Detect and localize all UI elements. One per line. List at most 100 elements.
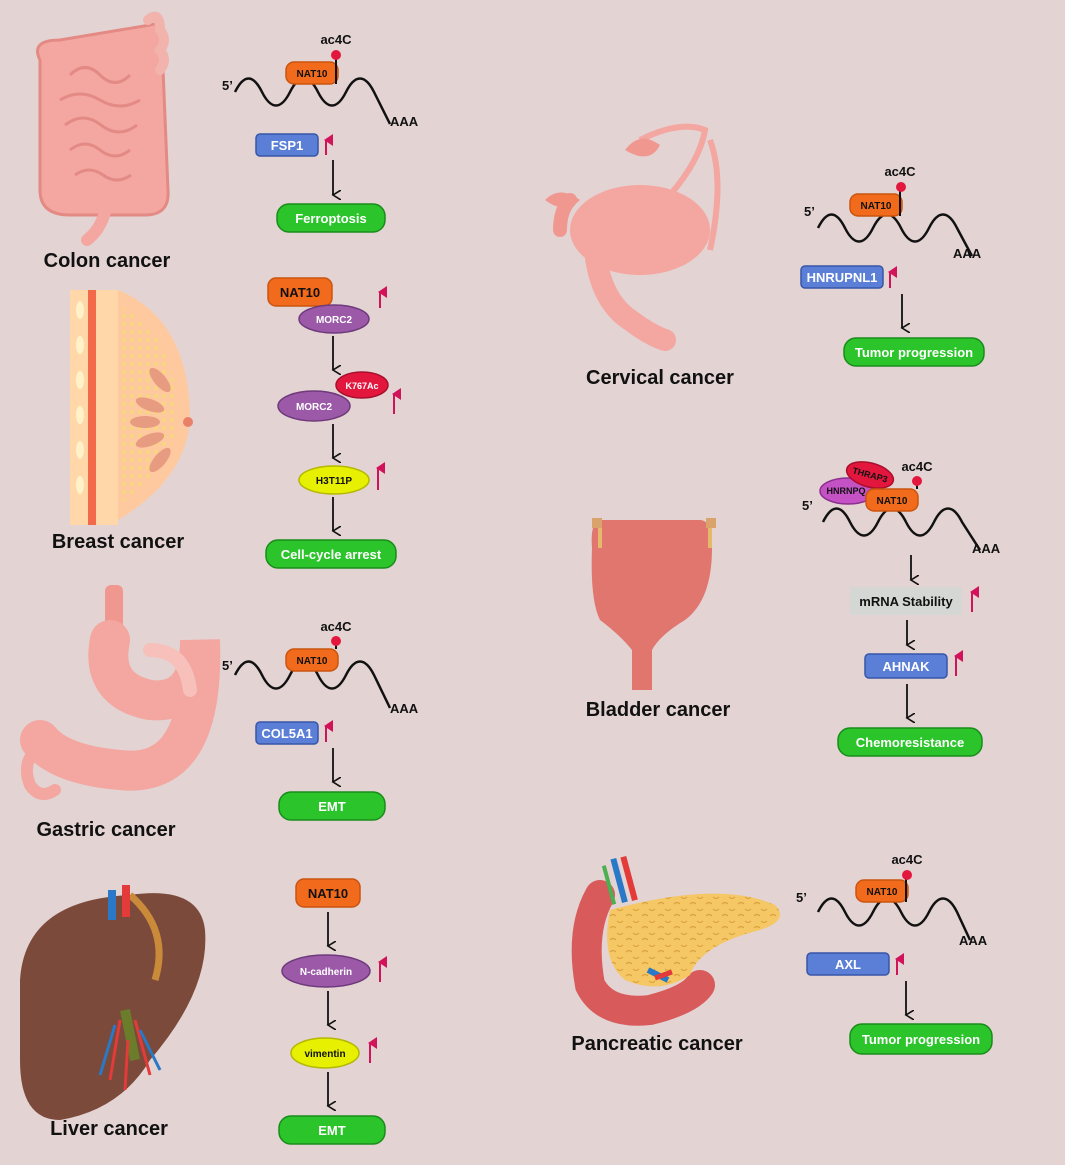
ac4c-mark	[912, 476, 922, 486]
liver-pathway: NAT10 N-cadherin vimentin EMT	[278, 878, 387, 1145]
nat10-label: NAT10	[867, 887, 898, 898]
nat10-box	[285, 648, 339, 672]
morc2-label: MORC2	[316, 315, 353, 326]
five-prime-label: 5’	[804, 204, 815, 219]
gene-box	[864, 653, 948, 679]
bladder-pathway: 5’ AAA HNRNPQ THRAP3 NAT10 ac4C mRNA Sta…	[802, 459, 1001, 757]
nat10-label: NAT10	[280, 285, 320, 300]
k767ac-label: K767Ac	[345, 381, 378, 391]
nat10-box	[267, 277, 333, 307]
stability-label: mRNA Stability	[859, 594, 953, 609]
n-cadherin-label: N-cadherin	[300, 967, 352, 978]
bladder-illustration	[591, 518, 716, 690]
stomach-illustration	[20, 585, 221, 800]
poly-a-label: AAA	[959, 933, 988, 948]
breast-pathway: NAT10 MORC2 MORC2 K767Ac H3T11P Cell-cyc…	[265, 277, 401, 569]
nat10-box	[849, 193, 903, 217]
gene-label: FSP1	[271, 138, 304, 153]
k767ac-ellipse	[335, 371, 389, 399]
gene-label: HNRUPNL1	[807, 270, 878, 285]
gene-label: AXL	[835, 957, 861, 972]
breast-illustration	[70, 290, 193, 525]
nat10-box	[855, 879, 909, 903]
gene-box	[255, 133, 319, 157]
thrap3-ellipse	[845, 461, 895, 489]
outcome-label: EMT	[318, 1123, 346, 1138]
colon-illustration	[36, 11, 170, 246]
outcome-box	[276, 203, 386, 233]
gene-box	[806, 952, 890, 976]
ac4c-mark	[902, 870, 912, 880]
cervical-pathway: 5’ AAA NAT10 ac4C HNRUPNL1 Tumor progres…	[800, 164, 985, 367]
outcome-box	[843, 337, 985, 367]
label-colon-cancer: Colon cancer	[44, 250, 171, 272]
outcome-box	[837, 727, 983, 757]
outcome-label: Tumor progression	[855, 345, 973, 360]
ac4c-mark	[896, 182, 906, 192]
five-prime-label: 5’	[802, 498, 813, 513]
five-prime-label: 5’	[796, 890, 807, 905]
gastric-pathway: 5’ AAA NAT10 ac4C COL5A1 EMT	[222, 619, 419, 821]
nat10-label: NAT10	[308, 886, 348, 901]
five-prime-label: 5’	[222, 658, 233, 673]
gene-box	[255, 721, 319, 745]
pancreas-illustration	[571, 855, 780, 1026]
ac4c-label: ac4C	[884, 164, 916, 179]
colon-pathway: 5’ AAA NAT10 ac4C FSP1 Ferroptosis	[222, 32, 419, 233]
uterus-illustration	[545, 123, 721, 351]
label-cervical-cancer: Cervical cancer	[586, 367, 734, 389]
label-pancreatic-cancer: Pancreatic cancer	[571, 1033, 742, 1055]
nat10-label: NAT10	[297, 656, 328, 667]
outcome-label: Ferroptosis	[295, 211, 367, 226]
mrna-wave	[816, 213, 974, 257]
outcome-box	[278, 791, 386, 821]
label-gastric-cancer: Gastric cancer	[37, 819, 176, 841]
pancreatic-pathway: 5’ AAA NAT10 ac4C AXL Tumor progression	[796, 852, 993, 1055]
h3t11p-ellipse	[298, 465, 370, 495]
outcome-label: Chemoresistance	[856, 735, 964, 750]
nat10-box	[865, 488, 919, 512]
h3t11p-label: H3T11P	[316, 476, 352, 487]
ac4c-label: ac4C	[320, 32, 352, 47]
label-breast-cancer: Breast cancer	[52, 531, 185, 553]
morc2-ellipse-2	[277, 390, 351, 422]
outcome-box	[849, 1023, 993, 1055]
vimentin-ellipse	[290, 1037, 360, 1069]
stability-box	[850, 587, 962, 615]
ac4c-mark	[331, 50, 341, 60]
five-prime-label: 5’	[222, 78, 233, 93]
poly-a-label: AAA	[972, 541, 1001, 556]
mrna-wave	[821, 507, 982, 551]
outcome-box	[278, 1115, 386, 1145]
nat10-box	[285, 61, 339, 85]
nat10-label: NAT10	[861, 201, 892, 212]
poly-a-label: AAA	[953, 246, 982, 261]
n-cadherin-ellipse	[281, 954, 371, 988]
label-bladder-cancer: Bladder cancer	[586, 699, 731, 721]
nat10-label: NAT10	[877, 496, 908, 507]
morc2-label-2: MORC2	[296, 402, 333, 413]
morc2-ellipse	[298, 304, 370, 334]
outcome-label: EMT	[318, 799, 346, 814]
nat10-label: NAT10	[297, 69, 328, 80]
outcome-label: Cell-cycle arrest	[281, 547, 382, 562]
ac4c-mark	[331, 636, 341, 646]
vimentin-label: vimentin	[304, 1049, 345, 1060]
nat10-box	[295, 878, 361, 908]
ac4c-label: ac4C	[901, 459, 933, 474]
ac4c-label: ac4C	[891, 852, 923, 867]
mrna-wave	[816, 897, 972, 941]
label-liver-cancer: Liver cancer	[50, 1118, 168, 1140]
liver-illustration	[20, 885, 206, 1120]
gene-box	[800, 265, 884, 289]
gene-label: AHNAK	[883, 659, 931, 674]
mrna-wave	[233, 77, 392, 125]
ac4c-label: ac4C	[320, 619, 352, 634]
poly-a-label: AAA	[390, 114, 419, 129]
outcome-label: Tumor progression	[862, 1032, 980, 1047]
outcome-box	[265, 539, 397, 569]
hnrnpq-label: HNRNPQ	[826, 486, 865, 496]
poly-a-label: AAA	[390, 701, 419, 716]
